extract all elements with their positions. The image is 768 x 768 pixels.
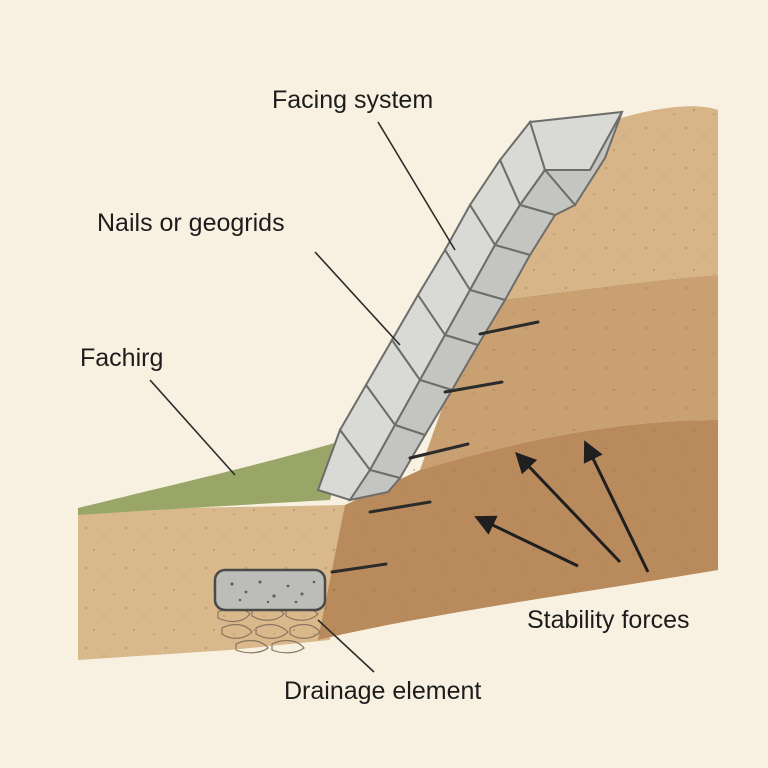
label-drainage-element: Drainage element xyxy=(284,677,481,705)
nail xyxy=(443,380,504,394)
soil-texture xyxy=(318,106,718,640)
facing-block-side xyxy=(347,468,402,502)
facing-wall xyxy=(316,110,624,502)
nail xyxy=(408,442,470,460)
stability-arrows xyxy=(474,440,650,573)
leader-drainage xyxy=(317,619,375,673)
force-arrow xyxy=(474,515,579,568)
leader-facing-system xyxy=(377,121,456,251)
leader-lines xyxy=(149,121,456,673)
nails xyxy=(330,320,540,574)
nail xyxy=(478,320,540,336)
nail xyxy=(368,500,432,514)
drainage-pipe-texture xyxy=(230,580,316,604)
label-facing-system: Facing system xyxy=(272,86,433,114)
force-arrow xyxy=(583,440,650,573)
label-nails-or-geogrids: Nails or geogrids xyxy=(97,209,285,237)
force-arrow xyxy=(515,451,622,564)
soil-left-texture xyxy=(78,505,345,660)
leader-nails xyxy=(314,251,401,346)
grass-strip xyxy=(78,440,345,515)
nail xyxy=(330,562,388,574)
label-stability-forces: Stability forces xyxy=(527,606,690,634)
label-faching: Fachirg xyxy=(80,344,163,372)
leader-faching xyxy=(149,379,236,476)
facing-block-side xyxy=(542,111,623,207)
drainage-pipe xyxy=(213,568,327,612)
